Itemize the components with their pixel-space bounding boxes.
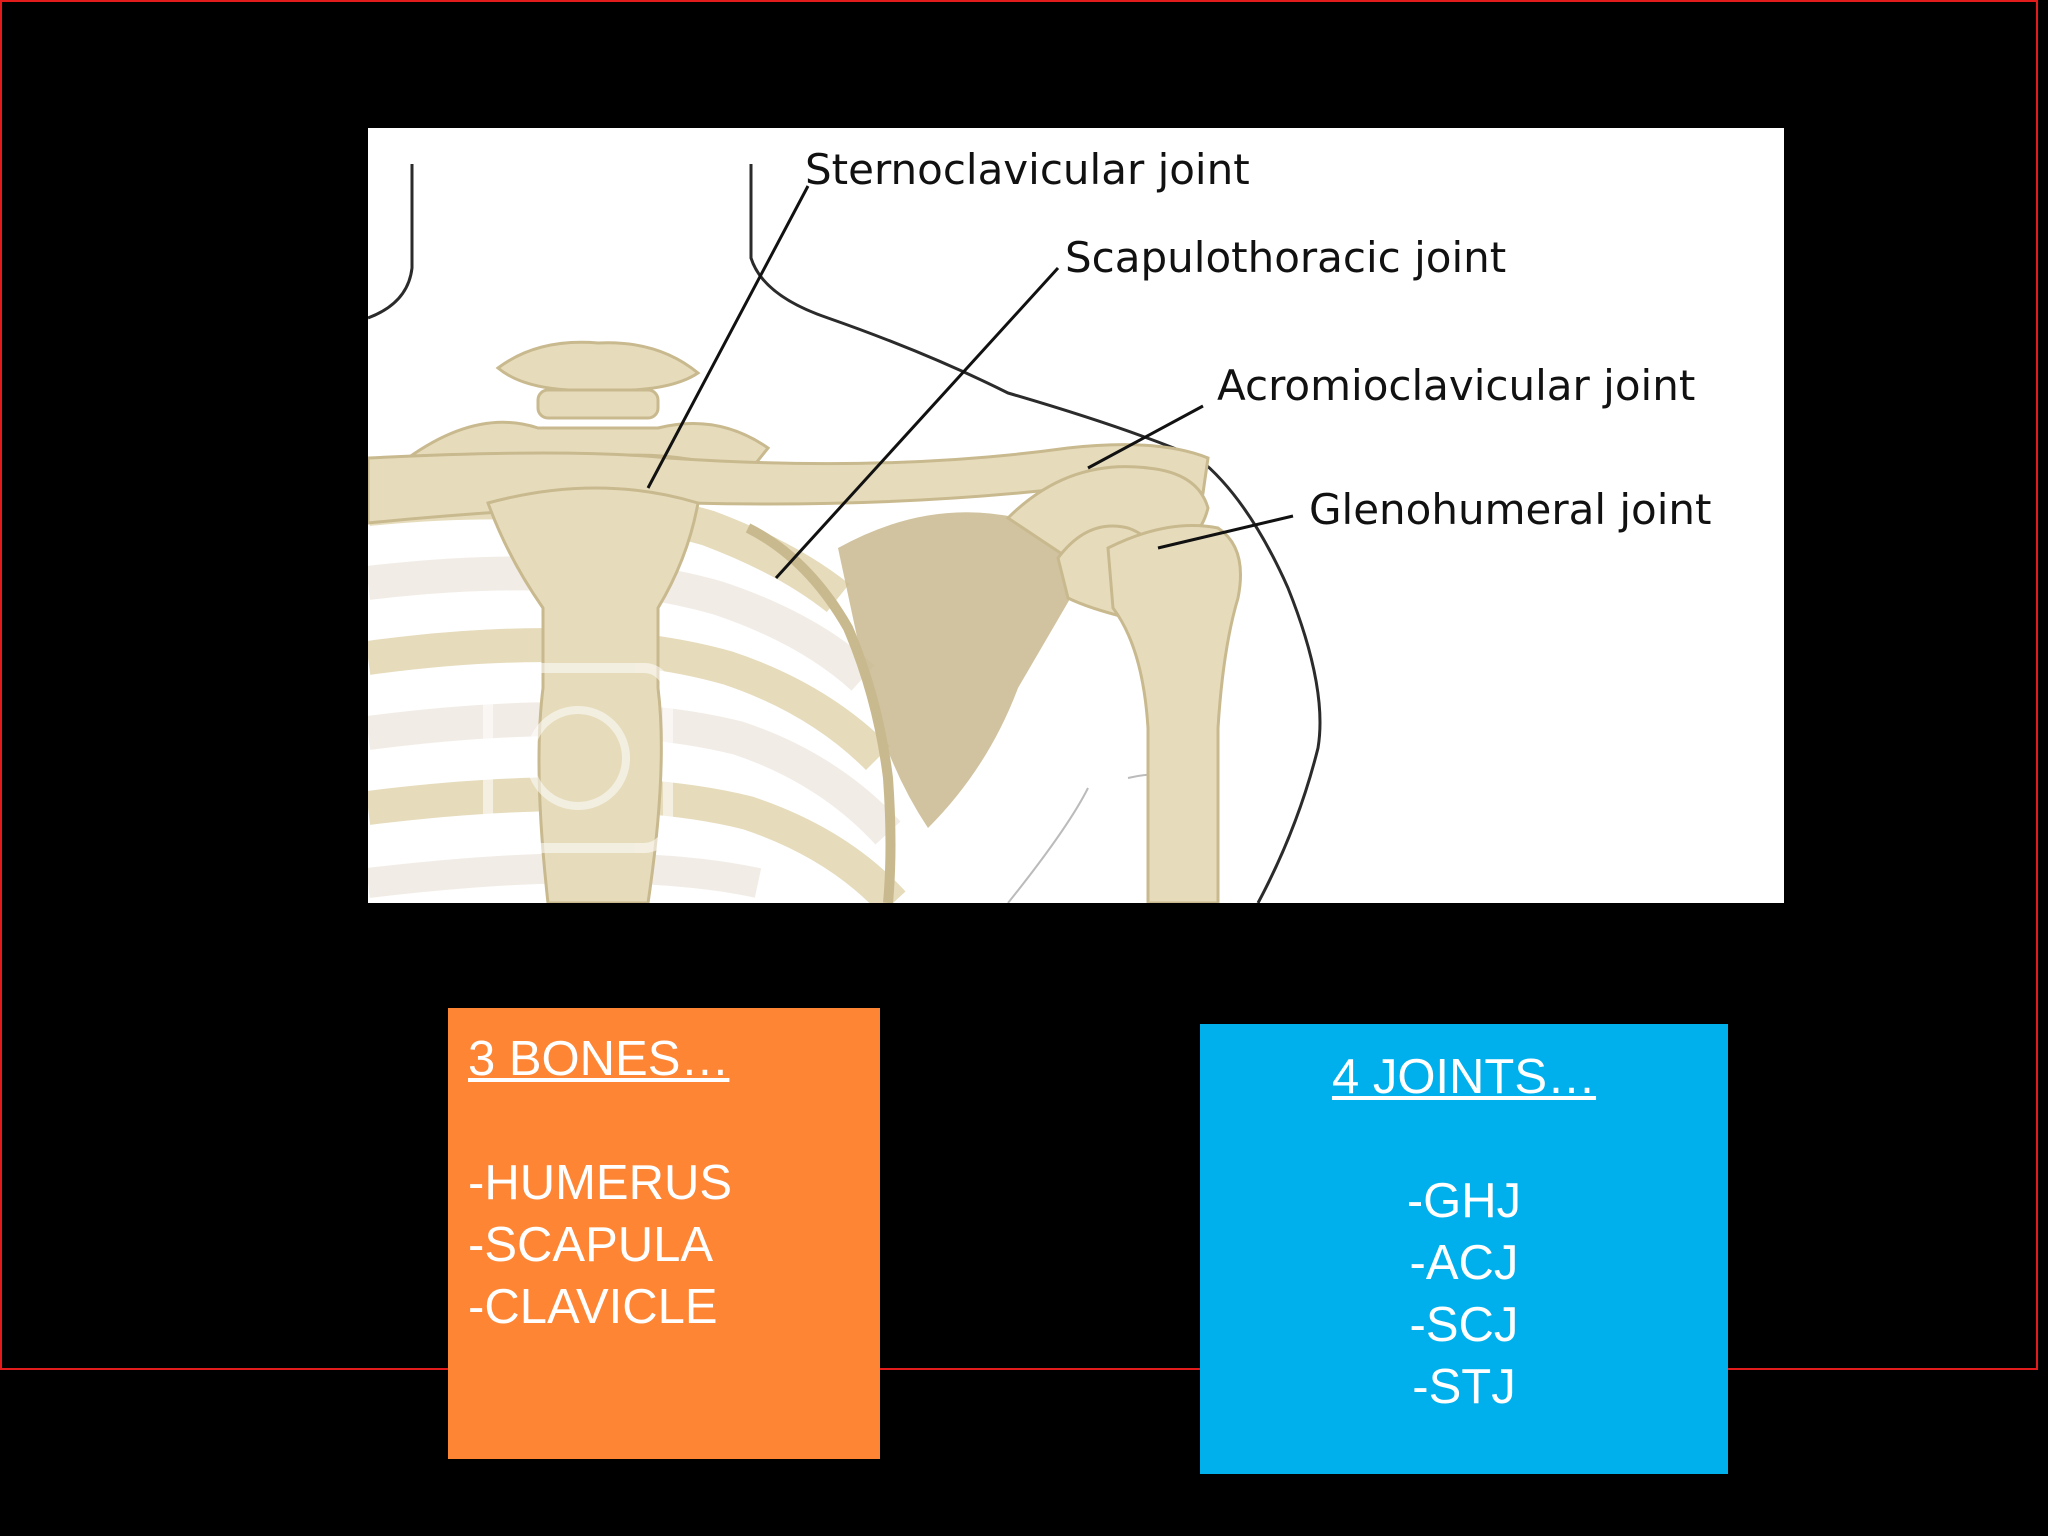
bones-heading: 3 BONES… (468, 1032, 730, 1086)
label-acromioclavicular-joint: Acromioclavicular joint (1217, 361, 1695, 410)
joints-box: 4 JOINTS… -GHJ -ACJ -SCJ -STJ (1200, 1024, 1728, 1474)
list-item: -HUMERUS (468, 1156, 733, 1210)
logo-watermark (483, 663, 673, 853)
list-item: -ACJ (1409, 1236, 1519, 1290)
list-item: -SCJ (1409, 1298, 1519, 1352)
list-item: -SCAPULA (468, 1218, 714, 1272)
humerus-bone (1056, 524, 1242, 903)
label-glenohumeral-joint: Glenohumeral joint (1309, 485, 1712, 534)
shoulder-anatomy-illustration: Sternoclavicular joint Scapulothoracic j… (368, 128, 1784, 903)
scapula-bone (838, 512, 1088, 828)
bones-box: 3 BONES… -HUMERUS -SCAPULA -CLAVICLE (448, 1008, 880, 1459)
label-scapulothoracic-joint: Scapulothoracic joint (1065, 233, 1506, 282)
list-item: -CLAVICLE (468, 1280, 718, 1334)
bones-list: -HUMERUS -SCAPULA -CLAVICLE (468, 1152, 880, 1338)
label-leader-lines (646, 185, 1294, 580)
list-item: -GHJ (1406, 1174, 1522, 1228)
list-item: -STJ (1412, 1360, 1516, 1414)
shoulder-anatomy-diagram: Sternoclavicular joint Scapulothoracic j… (368, 128, 1784, 903)
sternum-bone (486, 486, 700, 903)
label-sternoclavicular-joint: Sternoclavicular joint (805, 145, 1250, 194)
joints-list: -GHJ -ACJ -SCJ -STJ (1200, 1170, 1728, 1418)
joints-heading: 4 JOINTS… (1331, 1050, 1597, 1104)
